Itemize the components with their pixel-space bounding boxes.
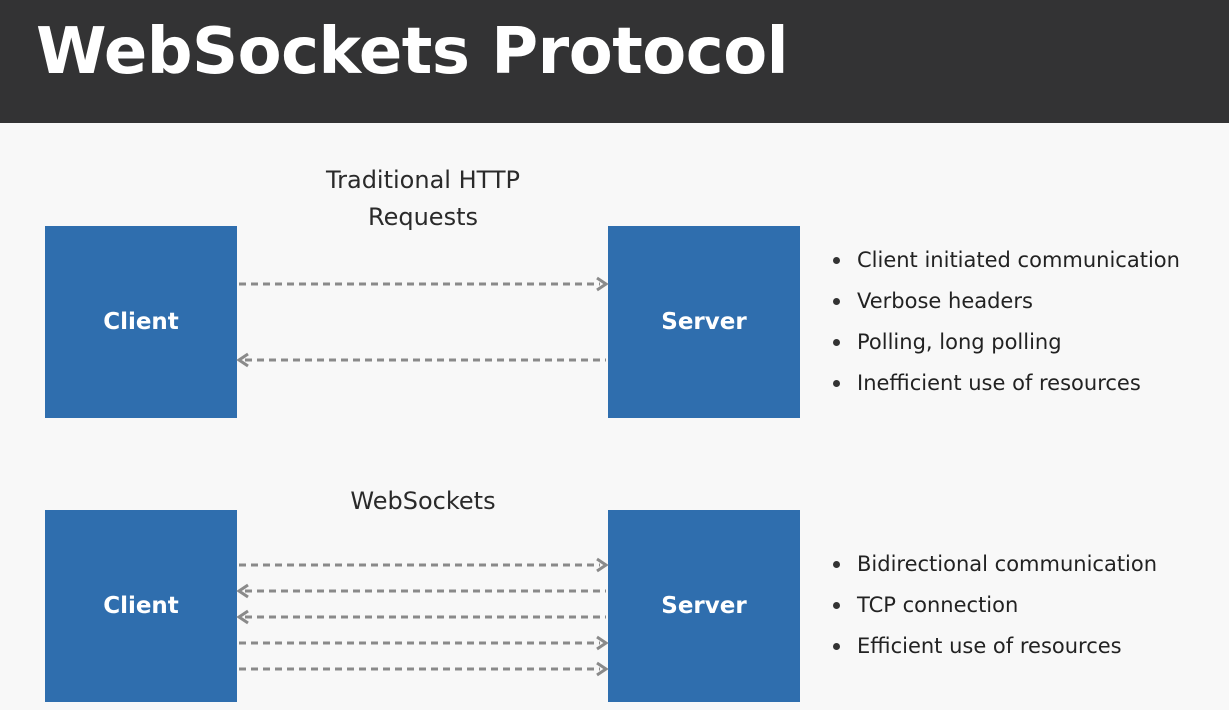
http-arrow-group	[236, 276, 609, 368]
http-bullet-item: Client initiated communication	[830, 240, 1180, 281]
http-bullet-list: Client initiated communication Verbose h…	[830, 240, 1180, 404]
ws-bullet-item: Bidirectional communication	[830, 544, 1157, 585]
arrow-client-to-server	[239, 276, 609, 292]
http-bullet-item: Verbose headers	[830, 281, 1180, 322]
ws-client-box: Client	[45, 510, 237, 702]
arrow-client-to-server	[239, 661, 609, 677]
arrow-head	[596, 557, 609, 573]
http-caption-line-1: Traditional HTTP	[325, 166, 520, 194]
ws-client-label: Client	[103, 593, 179, 619]
title-bar: WebSockets Protocol	[0, 0, 1229, 123]
ws-bullet-item: Efficient use of resources	[830, 626, 1157, 667]
http-server-label: Server	[661, 309, 747, 335]
http-client-label: Client	[103, 309, 179, 335]
arrow-head	[596, 661, 609, 677]
ws-server-box: Server	[608, 510, 800, 702]
http-caption-line-2: Requests	[368, 203, 478, 231]
http-client-box: Client	[45, 226, 237, 418]
arrow-head	[596, 635, 609, 651]
arrow-server-to-client	[236, 609, 606, 625]
ws-bullet-list: Bidirectional communication TCP connecti…	[830, 544, 1157, 667]
http-bullet-item: Inefficient use of resources	[830, 363, 1180, 404]
http-server-box: Server	[608, 226, 800, 418]
arrow-client-to-server	[239, 635, 609, 651]
arrow-head	[236, 352, 249, 368]
arrow-client-to-server	[239, 557, 609, 573]
ws-arrow-group	[236, 557, 609, 677]
http-bullet-item: Polling, long polling	[830, 322, 1180, 363]
arrow-head	[236, 583, 249, 599]
ws-server-label: Server	[661, 593, 747, 619]
arrow-head	[596, 276, 609, 292]
arrow-server-to-client	[236, 583, 606, 599]
arrow-head	[236, 609, 249, 625]
ws-section-caption: WebSockets	[350, 487, 496, 515]
ws-bullet-item: TCP connection	[830, 585, 1157, 626]
arrow-server-to-client	[236, 352, 606, 368]
slide-title: WebSockets Protocol	[36, 15, 789, 89]
http-section-caption: Traditional HTTP Requests	[268, 162, 578, 236]
